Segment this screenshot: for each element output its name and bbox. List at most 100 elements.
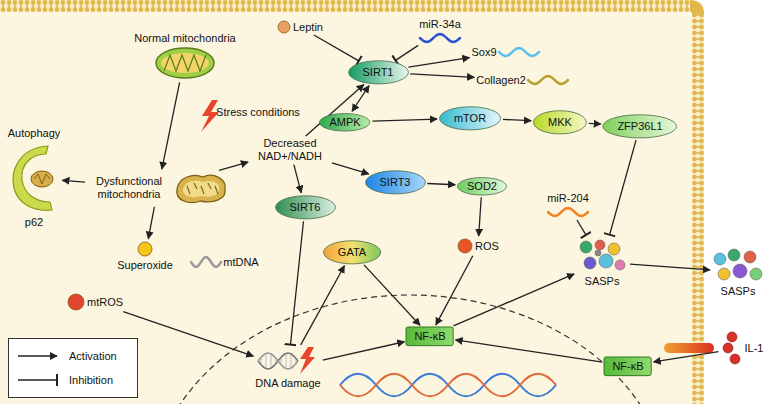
node-text: SIRT3: [380, 176, 411, 189]
inhibition-connector: [290, 221, 303, 344]
il1-receptor: [664, 343, 714, 353]
activation-connector: [630, 264, 710, 270]
activation-connector: [456, 340, 603, 362]
activation-connector: [294, 165, 301, 193]
gene-label: Sox9: [471, 46, 538, 59]
dna-icon: [258, 347, 318, 375]
protein-ellipse: ZFP36L1: [602, 114, 677, 139]
cell-membrane: [690, 0, 704, 14]
node-text: miR-204: [547, 192, 589, 205]
node-text: Decreased NAD+/NADH: [250, 137, 330, 162]
node-text: IL-1: [745, 342, 764, 355]
legend-row: Inhibition: [15, 368, 131, 392]
activation-connector: [332, 163, 369, 174]
molecule-label: ROS: [457, 238, 499, 254]
node-text: Normal mitochondria: [134, 32, 235, 45]
gene-label: Collagen2: [476, 74, 568, 87]
mirna-label: miR-204: [547, 192, 589, 219]
legend-sample: [15, 373, 63, 387]
sasp-cluster: SASPs: [712, 247, 764, 298]
cluster-icon: [576, 237, 628, 273]
activation-connector: [123, 312, 253, 357]
molecule-label: Leptin: [277, 20, 323, 34]
protein-ellipse: SIRT1: [348, 60, 409, 85]
node-text: Autophagy: [8, 127, 61, 140]
node-text: SIRT1: [363, 66, 394, 79]
activation-connector: [323, 342, 405, 360]
node-text: SOD2: [467, 180, 497, 193]
mirna-label: miR-34a: [419, 18, 461, 45]
dna-fragment: mtDNA: [191, 255, 258, 269]
molecule-icon: [67, 293, 85, 311]
sasp-cluster: SASPs: [576, 237, 628, 288]
activation-connector: [436, 256, 473, 325]
annotation-label: Stress conditions: [216, 106, 300, 118]
factor-box: NF-κB: [604, 357, 651, 376]
cell-membrane: [0, 0, 690, 12]
rna-strand-icon: [420, 32, 460, 44]
rna-strand-icon: [528, 74, 568, 86]
balls-icon: [721, 331, 743, 365]
legend-text: Inhibition: [69, 374, 113, 387]
protein-ellipse: SIRT6: [275, 195, 336, 220]
cluster2-icon: [712, 247, 764, 283]
molecule-icon: [277, 20, 291, 34]
node-text: mTOR: [454, 112, 486, 125]
protein-ellipse: GATA: [323, 240, 381, 265]
protein-ellipse: AMPK: [319, 113, 370, 132]
nucleus-envelope: [150, 295, 670, 404]
activation-connector: [589, 123, 601, 125]
rna-strand-icon: [191, 255, 221, 269]
node-text: AMPK: [329, 116, 360, 129]
node-text: Superoxide: [117, 259, 173, 272]
node-text: ZFP36L1: [617, 120, 662, 133]
legend: ActivationInhibition: [8, 338, 138, 398]
legend-text: Activation: [69, 350, 117, 363]
node-text: ROS: [475, 240, 499, 253]
protein-ellipse: MKK: [533, 110, 587, 135]
legend-sample: [15, 349, 63, 363]
node-text: mtDNA: [223, 256, 258, 269]
activation-connector: [352, 86, 369, 112]
node-text: Collagen2: [476, 74, 526, 87]
node-text: Sox9: [471, 46, 496, 59]
activation-connector: [453, 274, 574, 326]
activation-connector: [62, 180, 85, 182]
cytoplasm: [0, 12, 692, 404]
protein-ellipse: SOD2: [457, 177, 507, 196]
activation-connector: [372, 119, 437, 121]
autophagosome: Autophagyp62: [8, 127, 61, 228]
node-text: NF-κB: [612, 360, 643, 373]
activation-connector: [408, 58, 469, 68]
node-text: Leptin: [293, 21, 323, 34]
protein-ellipse: mTOR: [439, 106, 501, 131]
activation-connector: [301, 266, 345, 345]
node-text: NF-κB: [414, 330, 445, 343]
activation-connector: [148, 207, 154, 239]
inhibition-connector: [610, 140, 636, 235]
node-text: SIRT6: [290, 201, 321, 214]
molecule-icon: [137, 241, 153, 257]
inhibition-connector: [577, 220, 586, 235]
auto-icon: [8, 142, 60, 214]
molecule-icon: [457, 238, 473, 254]
cytokine: IL-1: [721, 331, 764, 365]
node-text: DNA damage: [255, 377, 320, 390]
activation-connector: [654, 352, 719, 362]
activation-connector: [410, 74, 474, 78]
activation-connector: [427, 183, 455, 184]
activation-connector: [162, 82, 180, 169]
node-text: SASPs: [585, 275, 620, 288]
state-label: Decreased NAD+/NADH: [250, 137, 330, 162]
inhibition-connector: [396, 45, 419, 60]
node-text: miR-34a: [419, 18, 461, 31]
dna-helix: [340, 374, 556, 397]
rna-strand-icon: [548, 206, 588, 218]
node-text: mtROS: [87, 296, 123, 309]
activation-connector: [479, 197, 482, 236]
organelle-label: Normal mitochondria: [134, 32, 235, 81]
inhibition-connector: [314, 35, 359, 61]
mitoN-icon: [154, 46, 216, 80]
node-text: MKK: [548, 116, 572, 129]
